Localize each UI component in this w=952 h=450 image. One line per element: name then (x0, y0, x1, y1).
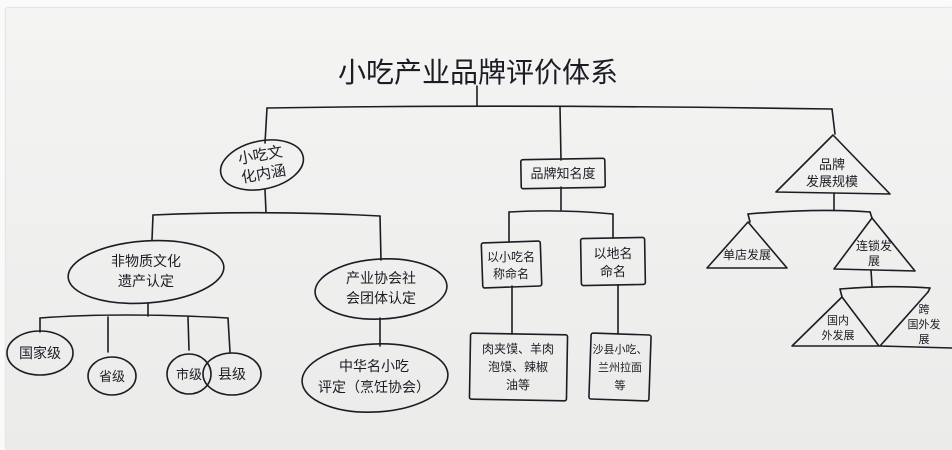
chain-label-line1: 连锁发 (856, 238, 892, 253)
stem-culture (264, 107, 268, 144)
association-label-line1: 产业协会社 (346, 271, 416, 287)
level-province-label: 省级 (99, 370, 125, 385)
snack-award-label-line2: 评定（烹饪协会） (318, 379, 430, 396)
intangible-label-line1: 非物质文化 (111, 254, 181, 270)
domestic-label-line2: 外发展 (822, 328, 855, 342)
diagram-title: 小吃产业品牌评价体系 (338, 56, 618, 89)
intangible-label-line2: 遗产认定 (118, 274, 174, 290)
overseas-triangle (879, 291, 952, 349)
level-county-label: 县级 (218, 367, 246, 383)
overseas-label-line3: 展 (919, 333, 930, 346)
snack-award-ellipse (301, 343, 449, 413)
local-name-rect (480, 240, 543, 289)
awareness-label: 品牌知名度 (530, 166, 595, 182)
local-examples-rect (468, 332, 569, 402)
stem-scale (831, 108, 836, 135)
chain-label-line2: 展 (868, 254, 880, 268)
association-ellipse (314, 258, 448, 320)
node-shapes (6, 134, 952, 413)
local-examples-line1: 肉夹馍、羊肉 (482, 341, 554, 356)
domestic-triangle (791, 296, 880, 347)
single-triangle (706, 221, 788, 269)
snack-award-label-line1: 中华名小吃 (339, 359, 409, 375)
local-name-label-line1: 以小吃名 (487, 249, 535, 264)
place-examples-line1: 沙县小吃、 (593, 343, 648, 356)
paper-sheet (6, 8, 952, 450)
intangible-ellipse (67, 239, 225, 305)
top-bar (266, 105, 833, 110)
level-county-ellipse (202, 352, 262, 396)
scale-triangle (775, 134, 891, 195)
level-city-label: 市级 (176, 367, 202, 383)
place-name-label-line2: 命名 (600, 264, 626, 280)
place-examples-line3: 等 (615, 378, 626, 392)
association-label-line2: 会团体认定 (346, 291, 416, 307)
connectors (39, 85, 931, 353)
local-examples-line3: 油等 (506, 378, 530, 392)
place-name-rect (579, 236, 647, 287)
local-name-label-line2: 称命名 (493, 266, 529, 281)
place-examples-rect (588, 332, 652, 402)
place-examples-line2: 兰州拉面 (598, 360, 642, 374)
place-name-label-line1: 以地名 (593, 246, 632, 262)
local-examples-line2: 泡馍、辣椒 (488, 360, 548, 374)
chain-triangle (833, 217, 916, 272)
level-national-label: 国家级 (19, 345, 61, 362)
domestic-label-line1: 国内 (827, 313, 849, 327)
scale-label-line1: 品牌 (819, 157, 845, 173)
single-label: 单店发展 (723, 247, 771, 262)
overseas-label-line1: 跨 (919, 303, 930, 316)
level-national-ellipse (6, 330, 74, 376)
stem-awareness (559, 106, 562, 161)
overseas-label-line2: 国外发 (908, 317, 941, 331)
level-province-ellipse (87, 356, 137, 396)
scale-label-line2: 发展规模 (806, 174, 858, 190)
culture-ellipse (219, 139, 305, 191)
awareness-rect (519, 157, 607, 190)
level-city-ellipse (166, 353, 212, 395)
